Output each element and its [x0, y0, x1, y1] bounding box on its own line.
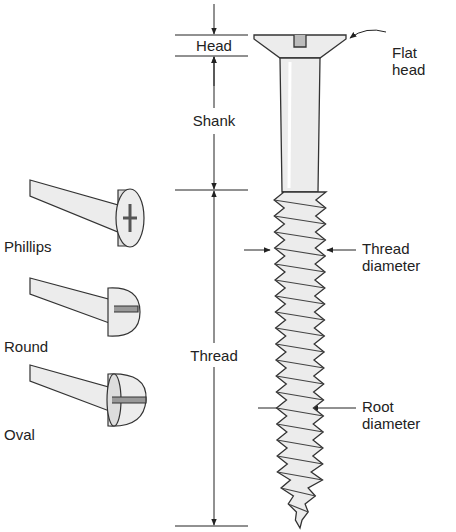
- thread-crest: [277, 408, 324, 416]
- thread-crest: [281, 488, 315, 496]
- head-type-label: Phillips: [2, 238, 54, 255]
- thread-crest: [276, 360, 324, 368]
- thread-crest: [274, 232, 325, 240]
- head-type-label: Flat head: [390, 44, 442, 78]
- dimension-label: Thread: [188, 347, 240, 364]
- dimension-label: Head: [194, 37, 234, 54]
- screw-thread: [274, 192, 326, 528]
- dimension-label: Shank: [191, 112, 238, 129]
- thread-crest: [277, 472, 322, 480]
- thread-crest: [275, 312, 324, 320]
- thread-crest: [277, 424, 323, 432]
- thread-crest: [277, 456, 323, 464]
- thread-crest: [277, 440, 323, 448]
- head-type-label: Oval: [2, 426, 37, 443]
- head-type-label: Round: [2, 338, 50, 355]
- thread-crest: [275, 280, 325, 288]
- thread-crest: [288, 504, 308, 512]
- thread-crest: [275, 248, 326, 256]
- thread-crest: [276, 328, 325, 336]
- thread-body: [274, 192, 326, 528]
- thread-crest: [274, 216, 325, 224]
- thread-crest: [276, 392, 323, 400]
- thread-crest: [275, 264, 325, 272]
- head-views: [30, 180, 146, 426]
- dimension-lines: [175, 4, 386, 526]
- thread-crest: [276, 344, 324, 352]
- dimension-label: Thread diameter: [360, 240, 446, 274]
- thread-crest: [276, 376, 324, 384]
- dimension-label: Root diameter: [360, 398, 446, 432]
- flat-head-screw: [254, 35, 346, 192]
- thread-crest: [274, 200, 326, 208]
- thread-crest: [275, 296, 324, 304]
